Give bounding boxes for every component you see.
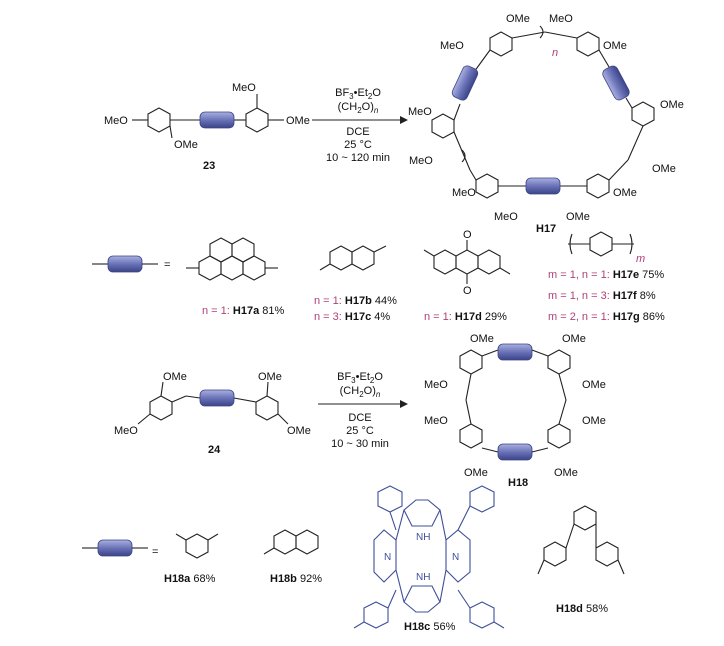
reagent-paraformaldehyde: (CH2O)n <box>340 385 381 399</box>
starting-material-24: OMe OMe MeO OMe 24 <box>114 371 311 456</box>
equals-sign: = <box>152 546 158 558</box>
yield-h17c: n = 3: H17c 4% <box>314 311 390 323</box>
ome-label: MeO <box>424 415 448 427</box>
reagent-paraformaldehyde: (CH2O)n <box>338 101 379 115</box>
ome-label: OMe <box>506 13 530 25</box>
terphenyl-structure <box>537 505 625 575</box>
ome-label: MeO <box>114 425 138 437</box>
compound-label-24: 24 <box>208 444 221 456</box>
linker-pill <box>525 177 561 195</box>
ome-label: OMe <box>566 211 590 223</box>
temperature: 25 °C <box>346 425 374 437</box>
oxo-label: O <box>463 229 472 241</box>
yield-h18c: H18c 56% <box>404 621 456 633</box>
meta-phenylene-structure <box>175 533 219 559</box>
ome-label: MeO <box>452 187 476 199</box>
linker-pill <box>199 389 235 407</box>
pyrene-structure <box>186 237 278 281</box>
naphthalene-structure <box>263 529 319 555</box>
product-h17: n OMe MeO MeO OMe MeO OMe MeO OMe MeO OM… <box>408 13 684 235</box>
product-h18: OMe OMe MeO OMe MeO OMe OMe OMe H18 <box>424 333 606 489</box>
yield-h17f: m = 1, n = 3: H17f 8% <box>548 290 656 302</box>
starting-material-23: MeO OMe MeO OMe 23 <box>104 82 310 172</box>
ome-label: OMe <box>258 371 282 383</box>
ome-label: OMe <box>562 333 586 345</box>
ome-label: OMe <box>582 415 606 427</box>
solvent-dce: DCE <box>346 126 369 138</box>
linker-pill <box>497 443 533 461</box>
ome-label: MeO <box>408 106 432 118</box>
porphyrin-structure <box>353 485 505 629</box>
linker-pill <box>199 111 235 129</box>
reagent-bf3: BF3•Et2O <box>337 371 383 385</box>
reaction-arrow-2: BF3•Et2O (CH2O)n DCE 25 °C 10 ~ 30 min <box>318 371 408 450</box>
ome-label: OMe <box>554 467 578 479</box>
yield-h17d: n = 1: H17d 29% <box>424 311 507 323</box>
linker-pill <box>497 343 533 361</box>
ome-label: OMe <box>174 139 198 151</box>
ome-label: MeO <box>232 82 256 94</box>
ome-label: OMe <box>603 40 627 52</box>
ome-label: OMe <box>286 115 310 127</box>
linker-pill <box>451 65 479 101</box>
ome-label: MeO <box>424 379 448 391</box>
reaction-time: 10 ~ 30 min <box>331 438 389 450</box>
reagent-bf3: BF3•Et2O <box>335 87 381 101</box>
ome-label: OMe <box>470 333 494 345</box>
equals-sign: = <box>164 259 170 271</box>
yield-h18a: H18a 68% <box>164 573 216 585</box>
repeat-m-label: m <box>636 253 645 265</box>
compound-label-h18: H18 <box>508 477 528 489</box>
ome-label: MeO <box>104 115 128 127</box>
ome-label: OMe <box>613 187 637 199</box>
linker-legend-2: = H18a 68% H18b 92% <box>82 485 625 633</box>
ome-label: OMe <box>582 379 606 391</box>
ome-label: MeO <box>549 13 573 25</box>
naphthalene-structure <box>319 245 387 271</box>
linker-pill <box>602 65 630 101</box>
nh-label: NH <box>416 572 430 583</box>
compound-label-23: 23 <box>203 160 215 172</box>
ome-label: OMe <box>464 467 488 479</box>
ome-label: OMe <box>287 425 311 437</box>
repeat-n-label: n <box>552 47 558 59</box>
linker-legend-1: = n = 1: H17a 81% n = 1: H17b 44% n = 3:… <box>92 229 665 323</box>
temperature: 25 °C <box>344 139 372 151</box>
yield-h17e: m = 1, n = 1: H17e 75% <box>548 269 664 281</box>
ome-label: MeO <box>494 211 518 223</box>
yield-h17g: m = 2, n = 1: H17g 86% <box>548 311 665 323</box>
anthraquinone-structure <box>423 240 511 284</box>
oligophenylene-structure <box>568 231 634 257</box>
n-label: N <box>452 552 459 563</box>
ome-label: OMe <box>652 163 676 175</box>
yield-h18d: H18d 58% <box>556 603 608 615</box>
yield-h17b: n = 1: H17b 44% <box>314 295 397 307</box>
ome-label: MeO <box>440 40 464 52</box>
yield-h18b: H18b 92% <box>270 573 322 585</box>
reaction-arrow-1: BF3•Et2O (CH2O)n DCE 25 °C 10 ~ 120 min <box>312 87 408 164</box>
linker-pill <box>97 539 133 557</box>
compound-label-h17: H17 <box>536 223 556 235</box>
yield-h17a: n = 1: H17a 81% <box>202 305 284 317</box>
ome-label: OMe <box>660 99 684 111</box>
linker-pill <box>107 255 143 273</box>
nh-label: NH <box>416 532 430 543</box>
ome-label: OMe <box>163 371 187 383</box>
n-label: N <box>384 552 391 563</box>
solvent-dce: DCE <box>348 412 371 424</box>
oxo-label: O <box>463 285 472 297</box>
ome-label: MeO <box>409 155 433 167</box>
reaction-time: 10 ~ 120 min <box>326 152 390 164</box>
